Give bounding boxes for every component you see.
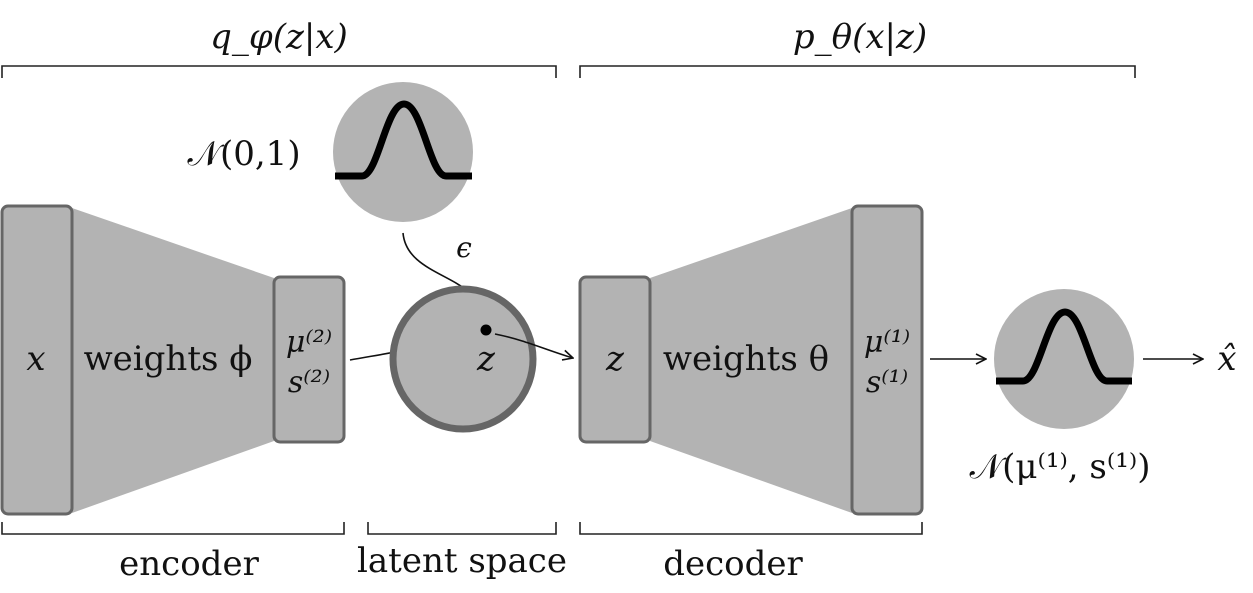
decoder-s-label: s⁽¹⁾ [866,365,908,400]
encoder-dist-bracket [1,65,557,78]
output-gaussian-icon [994,289,1134,429]
decoder-mu-label: μ⁽¹⁾ [864,325,910,360]
output-dist-label: 𝒩(μ⁽¹⁾, s⁽¹⁾) [970,447,1151,487]
latent-z-label: z [476,339,496,379]
decoder-z-label: z [605,339,625,379]
decoder-dist-bracket [579,65,1136,78]
encoder-weights-label: weights ϕ [84,339,253,379]
encoder-label: encoder [119,544,259,584]
decoder-bracket [579,522,923,535]
prior-label: 𝒩(0,1) [187,134,300,174]
decoder-input-block [578,275,652,444]
latent-sample-dot [480,324,492,336]
encoder-mu-label: μ⁽²⁾ [286,325,332,360]
latent-space-circle [389,285,537,433]
decoder-weights-label: weights θ [663,339,829,379]
encoder-bracket [1,522,345,535]
encoder-s-label: s⁽²⁾ [288,365,330,400]
latent-space-bracket [367,522,557,535]
encoder-funnel [72,208,274,513]
decoder-funnel [650,208,852,513]
latent-space-label: latent space [357,541,567,581]
input-block [0,204,74,516]
latent-to-decoder-arrow [494,333,573,358]
decoder-label: decoder [663,544,803,584]
x-hat-label: x̂ [1217,339,1236,379]
epsilon-label: ϵ [456,231,472,264]
encoder-dist-label: q_φ(z|x) [210,17,348,57]
decoder-output-block [850,204,924,516]
output-bell-curve [996,308,1132,385]
decoder-dist-label: p_θ(x|z) [793,17,927,57]
encoder-output-block [272,275,346,444]
input-x-label: x [26,339,45,379]
prior-gaussian-icon [333,82,473,222]
prior-bell-curve [335,100,472,180]
